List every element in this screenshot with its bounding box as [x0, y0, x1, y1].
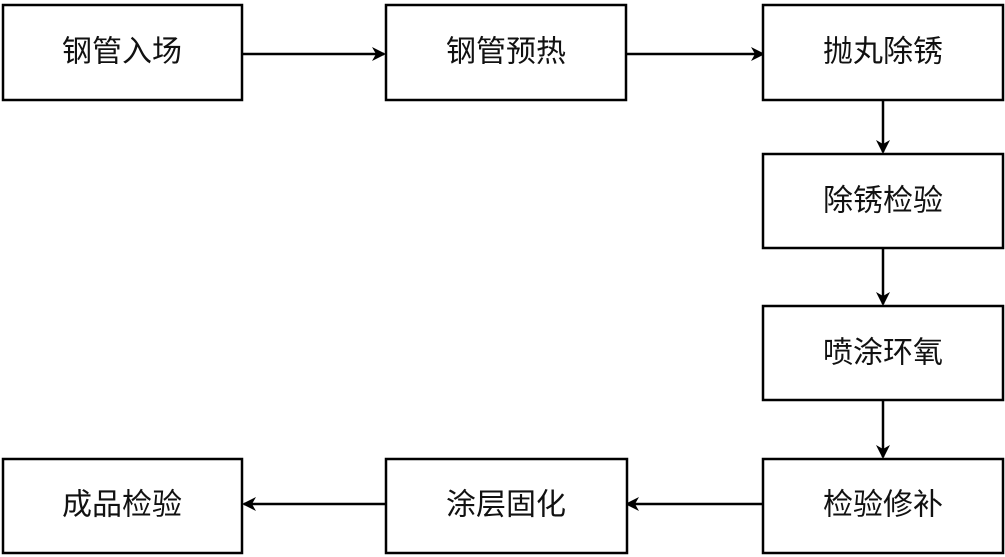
step-box-s6: 检验修补	[761, 457, 1005, 555]
step-box-s8-rect	[1, 457, 244, 555]
step-label-s5: 喷涂环氧	[823, 336, 943, 371]
step-box-s2: 钢管预热	[384, 3, 628, 102]
step-box-s4-rect	[761, 152, 1005, 250]
step-label-s2: 钢管预热	[446, 35, 566, 70]
step-box-s8: 成品检验	[1, 457, 244, 555]
step-box-s3-rect	[761, 3, 1005, 102]
step-box-s7-rect	[384, 457, 629, 555]
step-box-s1: 钢管入场	[1, 3, 244, 102]
step-box-s7: 涂层固化	[384, 457, 629, 555]
step-label-s1: 钢管入场	[62, 35, 182, 70]
step-box-s4: 除锈检验	[761, 152, 1005, 250]
step-box-s5: 喷涂环氧	[761, 304, 1005, 402]
flow-arrows	[242, 47, 890, 511]
step-label-s4: 除锈检验	[823, 184, 943, 219]
step-label-s7: 涂层固化	[446, 488, 566, 523]
step-label-s3: 抛丸除锈	[823, 35, 943, 70]
step-box-s5-rect	[761, 304, 1005, 402]
step-box-s6-rect	[761, 457, 1005, 555]
step-box-s3: 抛丸除锈	[761, 3, 1005, 102]
step-label-s8: 成品检验	[62, 488, 182, 523]
step-label-s6: 检验修补	[823, 488, 943, 523]
step-box-s1-rect	[1, 3, 244, 102]
step-box-s2-rect	[384, 3, 628, 102]
